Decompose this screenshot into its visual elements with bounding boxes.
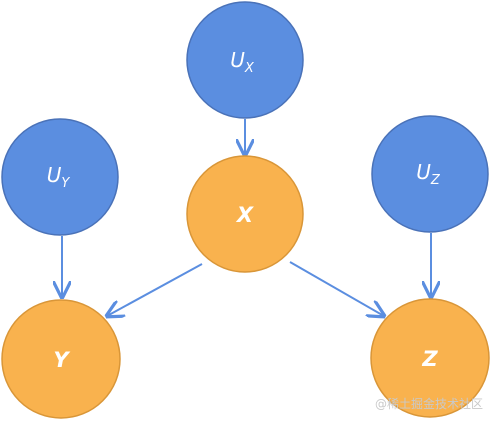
node-u-y-base: U bbox=[47, 163, 62, 187]
node-u-z-subscript: Z bbox=[430, 173, 441, 188]
node-u-z: UZ bbox=[371, 115, 489, 233]
node-x: X bbox=[186, 155, 304, 273]
edge-x-to-y bbox=[107, 263, 203, 316]
node-u-y: UY bbox=[1, 118, 119, 236]
node-u-x: UX bbox=[186, 1, 304, 119]
node-z-label: Z bbox=[421, 347, 438, 371]
node-z: Z bbox=[370, 298, 490, 418]
svg-text:UY: UY bbox=[47, 163, 71, 191]
node-u-y-subscript: Y bbox=[61, 176, 70, 191]
watermark: @稀土掘金技术社区 bbox=[374, 397, 483, 411]
node-y: Y bbox=[1, 299, 121, 419]
node-u-z-base: U bbox=[416, 160, 431, 184]
edges bbox=[62, 119, 431, 316]
node-u-x-base: U bbox=[230, 48, 245, 72]
edge-x-to-z bbox=[289, 261, 384, 316]
node-u-x-subscript: X bbox=[244, 61, 255, 76]
svg-text:UX: UX bbox=[230, 48, 255, 76]
svg-text:UZ: UZ bbox=[416, 160, 441, 188]
node-x-label: X bbox=[235, 203, 255, 227]
node-y-label: Y bbox=[53, 348, 70, 372]
